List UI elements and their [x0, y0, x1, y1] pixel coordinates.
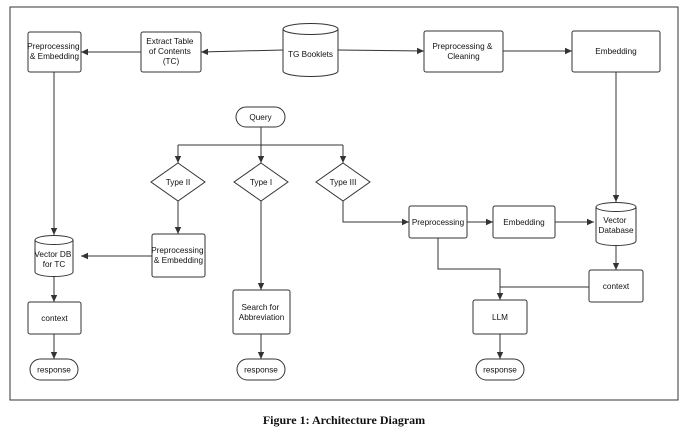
vector-db-tc-label-line-1: Vector DB [34, 250, 71, 259]
svg-text:Vector Database: Vector Database [598, 216, 633, 235]
edge-type-iii-to-preprocessing [342, 201, 409, 226]
search-abbrev-node: Search for Abbreviation [232, 289, 291, 335]
context-left-label: context [41, 314, 68, 323]
context-left-node: context [27, 301, 82, 335]
type-iii-node: Type III [315, 162, 371, 202]
query-label: Query [249, 113, 272, 122]
svg-text:response: response [483, 366, 517, 375]
response-right-label: response [483, 366, 517, 375]
svg-text:Preprocessing & Cleani: Preprocessing & Cleaning [432, 42, 494, 61]
preproc-embed-mid-label-line-1: Preprocessing [151, 246, 204, 255]
architecture-diagram: TG Booklets Extract Table of Contents (T… [9, 6, 679, 401]
svg-text:Preprocessing & Embedd: Preprocessing & Embedding [27, 42, 82, 61]
svg-text:response: response [37, 366, 71, 375]
svg-text:Type III: Type III [330, 178, 357, 187]
context-right-label: context [603, 282, 630, 291]
response-left-node: response [29, 358, 79, 381]
svg-text:Query: Query [249, 113, 272, 122]
svg-text:Embedding: Embedding [503, 218, 545, 227]
vector-database-node: Vector Database [595, 202, 637, 246]
vector-db-tc-node: Vector DB for TC [34, 235, 74, 277]
extract-toc-label-line-2: of Contents [149, 47, 191, 56]
search-abbrev-label-line-2: Abbreviation [239, 313, 285, 322]
preproc-embed-mid-label-line-2: & Embedding [154, 256, 204, 265]
type-ii-label: Type II [166, 178, 191, 187]
svg-text:TG Booklets: TG Booklets [288, 50, 333, 59]
svg-text:Embedding: Embedding [595, 47, 637, 56]
preprocessing-node: Preprocessing [408, 205, 468, 239]
embedding-mid-label: Embedding [503, 218, 545, 227]
svg-text:Type I: Type I [250, 178, 272, 187]
type-i-node: Type I [233, 162, 289, 202]
type-iii-label: Type III [330, 178, 357, 187]
extract-toc-label-line-3: (TC) [163, 57, 180, 66]
svg-text:Vector DB for TC: Vector DB for TC [34, 250, 73, 269]
preproc-cleaning-label-line-2: Cleaning [447, 52, 480, 61]
context-right-node: context [588, 269, 644, 303]
preproc-embed-mid-node: Preprocessing & Embedding [151, 233, 206, 278]
svg-text:context: context [603, 282, 630, 291]
svg-text:Preprocessing: Preprocessing [412, 218, 465, 227]
response-right-node: response [475, 358, 525, 381]
edge-tg-to-extract [200, 48, 284, 56]
llm-label: LLM [492, 313, 508, 322]
preproc-embed-top-node: Preprocessing & Embedding [27, 31, 82, 73]
svg-text:context: context [41, 314, 68, 323]
svg-text:Preprocessing & Embedd: Preprocessing & Embedding [151, 246, 206, 265]
embedding-top-label: Embedding [595, 47, 637, 56]
preproc-cleaning-node: Preprocessing & Cleaning [423, 30, 504, 73]
vector-db-tc-label-line-2: for TC [43, 260, 66, 269]
diagram-frame [9, 6, 679, 401]
svg-text:LLM: LLM [492, 313, 508, 322]
svg-text:response: response [244, 366, 278, 375]
llm-node: LLM [472, 299, 528, 335]
preproc-cleaning-label-line-1: Preprocessing & [432, 42, 493, 51]
embedding-top-node: Embedding [571, 30, 661, 73]
extract-toc-label-line-1: Extract Table [146, 37, 194, 46]
edge-query-branch [178, 127, 343, 146]
response-mid-label: response [244, 366, 278, 375]
edges [50, 47, 620, 359]
tg-booklets-node: TG Booklets [282, 23, 339, 77]
query-node: Query [235, 106, 286, 128]
response-mid-node: response [236, 358, 286, 381]
preproc-embed-top-label-line-1: Preprocessing [27, 42, 80, 51]
svg-text:Type II: Type II [166, 178, 191, 187]
preproc-embed-top-label-line-2: & Embedding [30, 52, 80, 61]
svg-text:Extract Table of Conte: Extract Table of Contents (TC) [146, 37, 195, 66]
vector-database-label-line-1: Vector [603, 216, 626, 225]
type-i-label: Type I [250, 178, 272, 187]
figure-caption: Figure 1: Architecture Diagram [262, 413, 426, 427]
edge-preprocessing-to-llm [437, 238, 504, 300]
vector-database-label-line-2: Database [598, 226, 633, 235]
extract-toc-node: Extract Table of Contents (TC) [140, 31, 202, 73]
svg-text:Search for Abbreviatio: Search for Abbreviation [239, 303, 285, 322]
preprocessing-label: Preprocessing [412, 218, 465, 227]
response-left-label: response [37, 366, 71, 375]
type-ii-node: Type II [150, 162, 206, 202]
embedding-mid-node: Embedding [492, 205, 556, 239]
search-abbrev-label-line-1: Search for [241, 303, 279, 312]
edge-tg-to-cleaning [337, 47, 425, 55]
tg-booklets-label: TG Booklets [288, 50, 333, 59]
